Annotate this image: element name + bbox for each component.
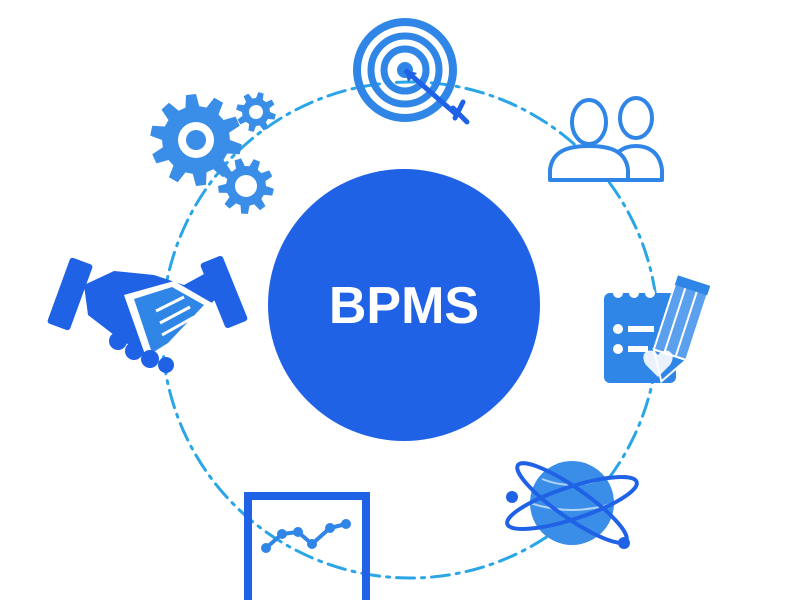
globe-orbit-icon [505,461,639,549]
center-label: BPMS [329,277,479,335]
line-chart-icon [244,492,370,600]
target-icon [353,18,470,125]
notepad-pencil-icon [604,275,711,384]
users-icon [548,96,664,182]
gears-icon [150,92,276,214]
handshake-icon [47,255,248,373]
center-circle [268,169,540,441]
